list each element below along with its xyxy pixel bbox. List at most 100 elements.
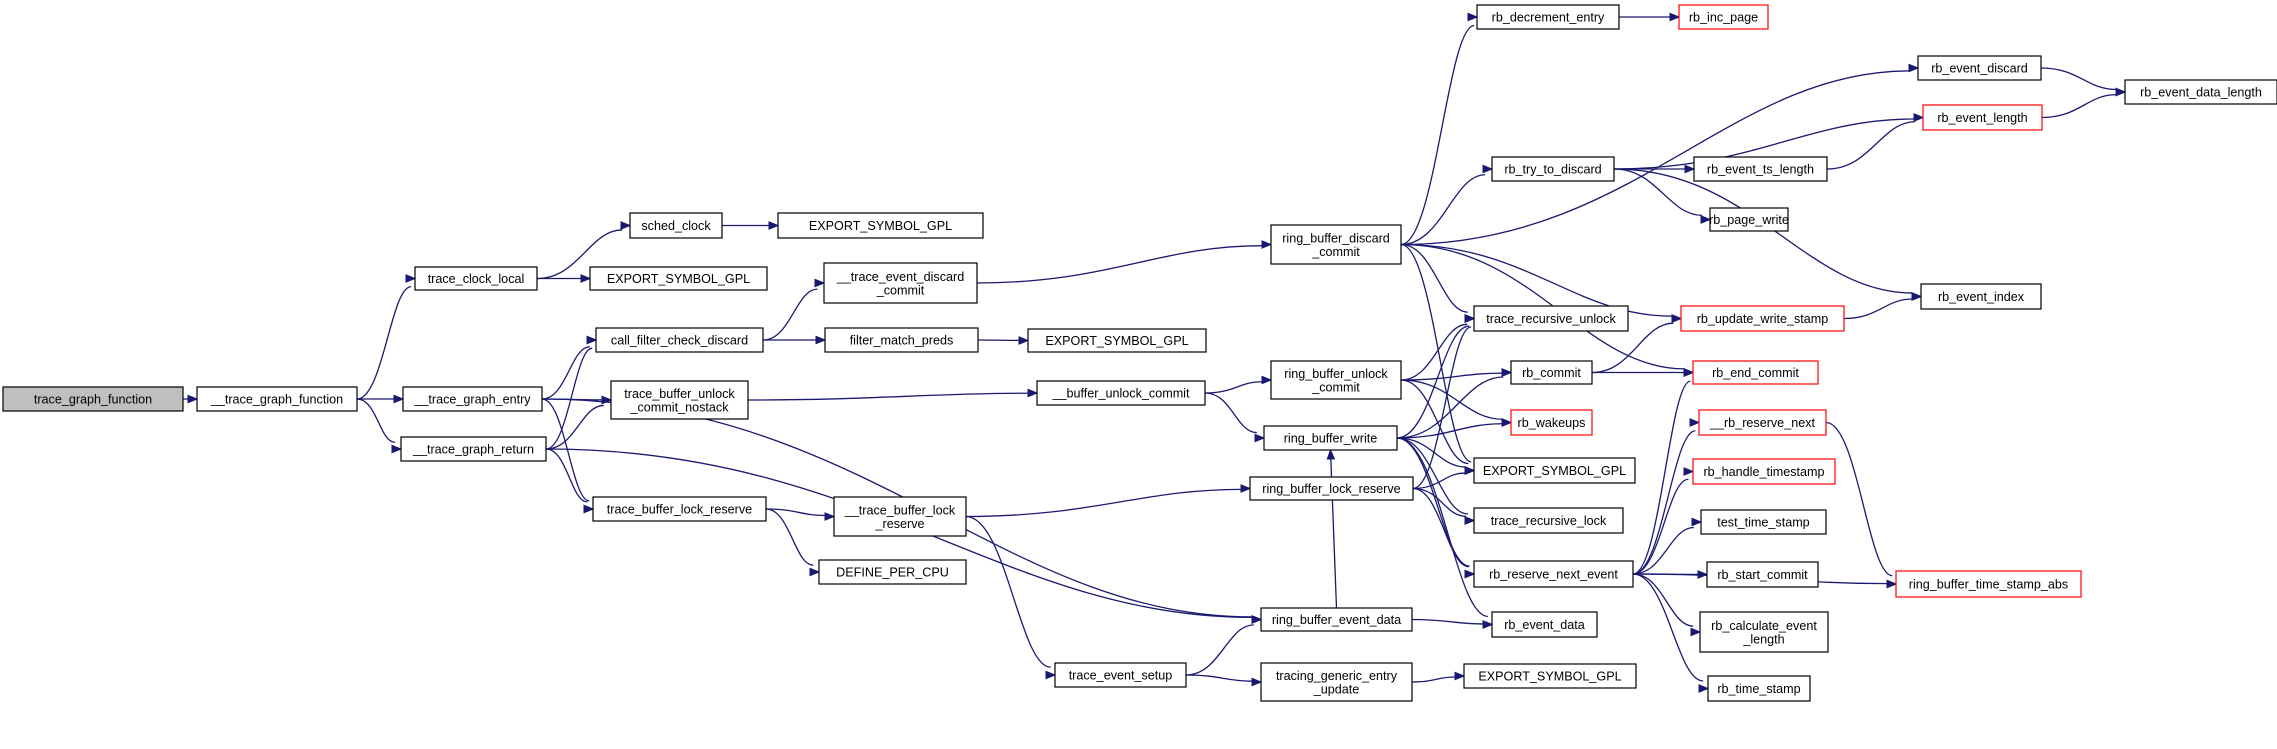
graph-node-buffer-unlock-commit[interactable]: __buffer_unlock_commit (1036, 380, 1206, 406)
graph-node-ring-buffer-discard-commit[interactable]: ring_buffer_discard_commit (1270, 224, 1402, 265)
graph-node-ring-buffer-write[interactable]: ring_buffer_write (1263, 425, 1398, 451)
graph-node-rb-commit[interactable]: rb_commit (1510, 360, 1593, 385)
graph-node-label: rb_try_to_discard (1504, 163, 1601, 177)
graph-node-label: ring_buffer_discard (1282, 231, 1390, 245)
graph-node-rb-event-data[interactable]: rb_event_data (1491, 611, 1598, 638)
graph-node-ring-buffer-event-data[interactable]: ring_buffer_event_data (1260, 607, 1413, 632)
edge-n1-to-n2 (356, 274, 417, 400)
edge-n7-to-n9 (545, 395, 613, 450)
graph-node-label: call_filter_check_discard (611, 334, 748, 348)
graph-node-tracing-generic-entry-update[interactable]: tracing_generic_entry_update (1260, 662, 1413, 702)
graph-node-rb-end-commit[interactable]: rb_end_commit (1692, 360, 1819, 385)
graph-node-label: ring_buffer_lock_reserve (1262, 482, 1400, 496)
graph-node-label: rb_handle_timestamp (1703, 465, 1824, 479)
graph-node-ring-buffer-unlock-commit[interactable]: ring_buffer_unlock_commit (1270, 360, 1402, 400)
edge-n36-to-n47 (2041, 87, 2127, 119)
graph-node-label: rb_event_ts_length (1707, 163, 1814, 177)
graph-node-rb-try-to-discard[interactable]: rb_try_to_discard (1491, 156, 1615, 182)
graph-node-rb-inc-page[interactable]: rb_inc_page (1678, 4, 1769, 30)
graph-node-label: rb_end_commit (1712, 366, 1799, 380)
edge-n20-to-n27 (1396, 368, 1513, 439)
edge-n18-to-n35 (1400, 63, 1920, 246)
edge-n18-to-n26 (1400, 243, 1476, 323)
graph-node-label: rb_event_length (1937, 111, 2027, 125)
edge-n18-to-n25 (1400, 164, 1494, 246)
graph-node-label: rb_reserve_next_event (1489, 568, 1618, 582)
graph-node-label: ring_buffer_unlock (1284, 367, 1388, 381)
edge-n21-to-n26 (1412, 314, 1476, 490)
graph-node-rb-calculate-event-length[interactable]: rb_calculate_event_length (1699, 611, 1829, 653)
graph-node-trace-recursive-unlock[interactable]: trace_recursive_unlock (1473, 305, 1629, 332)
graph-node-define-per-cpu[interactable]: DEFINE_PER_CPU (818, 559, 967, 585)
edge-n20-to-n31 (1396, 437, 1476, 579)
edge-n8-to-n11 (762, 278, 826, 341)
graph-node-rb-start-commit[interactable]: rb_start_commit (1706, 561, 1819, 588)
graph-node-rb-handle-timestamp[interactable]: rb_handle_timestamp (1692, 458, 1836, 485)
graph-node-label: sched_clock (641, 219, 711, 233)
graph-node-ring-buffer-time-stamp-abs[interactable]: ring_buffer_time_stamp_abs (1895, 570, 2082, 598)
graph-node-trace-buffer-lock-reserve[interactable]: trace_buffer_lock_reserve (592, 496, 767, 522)
graph-node-rb-decrement-entry[interactable]: rb_decrement_entry (1476, 4, 1620, 30)
edge-n21-to-n30 (1412, 487, 1476, 525)
edge-n27-to-n39 (1591, 314, 1683, 374)
graph-node-rb-page-write[interactable]: rb_page_write (1709, 207, 1789, 232)
edge-n10-to-n16 (765, 508, 821, 577)
graph-node-trace-graph-function: trace_graph_function (2, 386, 184, 412)
graph-node-label: _update (1313, 682, 1360, 696)
graph-node-rb-event-discard[interactable]: rb_event_discard (1917, 55, 2042, 81)
graph-node-rb-event-ts-length[interactable]: rb_event_ts_length (1693, 156, 1828, 182)
edge-n41-to-n49 (1825, 421, 1898, 589)
graph-node-export-symbol-gpl[interactable]: EXPORT_SYMBOL_GPL (1473, 457, 1636, 484)
edge-n18-to-n24 (1400, 12, 1479, 246)
graph-node-trace-clock-local[interactable]: trace_clock_local (414, 266, 538, 291)
edge-n7-to-n10 (545, 448, 595, 514)
graph-node-trace-event-setup[interactable]: trace_event_setup (1054, 662, 1187, 688)
graph-node-rb-reserve-next-event[interactable]: rb_reserve_next_event (1473, 560, 1634, 588)
graph-node-label: EXPORT_SYMBOL_GPL (1045, 334, 1188, 348)
graph-node-filter-match-preds[interactable]: filter_match_preds (824, 327, 979, 353)
graph-node-label: EXPORT_SYMBOL_GPL (1478, 670, 1621, 684)
graph-node-trace-buffer-unlock-commit-nostack[interactable]: trace_buffer_unlock_commit_nostack (610, 380, 749, 420)
graph-node-label: rb_event_index (1938, 290, 2025, 304)
graph-node-trace-recursive-lock[interactable]: trace_recursive_lock (1473, 507, 1624, 534)
graph-node-rb-wakeups[interactable]: rb_wakeups (1510, 409, 1593, 436)
edge-n12-to-n13 (977, 336, 1030, 345)
edge-n22-to-n20 (1326, 448, 1338, 609)
graph-node-rb-event-index[interactable]: rb_event_index (1920, 283, 2042, 310)
graph-node-ring-buffer-lock-reserve[interactable]: ring_buffer_lock_reserve (1249, 476, 1414, 501)
graph-node-label: trace_buffer_lock_reserve (607, 503, 752, 517)
graph-node-label: __trace_graph_return (412, 443, 534, 457)
graph-node-label: rb_time_stamp (1717, 682, 1800, 696)
graph-node-export-symbol-gpl[interactable]: EXPORT_SYMBOL_GPL (589, 266, 768, 291)
graph-node-test-time-stamp[interactable]: test_time_stamp (1700, 509, 1827, 535)
graph-node-rb-update-write-stamp[interactable]: rb_update_write_stamp (1680, 305, 1845, 332)
edge-n1-to-n6 (356, 394, 405, 404)
graph-node-trace-buffer-lock-reserve[interactable]: __trace_buffer_lock_reserve (833, 496, 967, 537)
graph-node-export-symbol-gpl[interactable]: EXPORT_SYMBOL_GPL (1027, 328, 1207, 353)
graph-node-trace-graph-entry[interactable]: __trace_graph_entry (402, 386, 543, 412)
graph-node-export-symbol-gpl[interactable]: EXPORT_SYMBOL_GPL (1463, 663, 1637, 689)
edge-n10-to-n15 (765, 508, 836, 521)
graph-node-label: tracing_generic_entry (1276, 669, 1398, 683)
edge-n14-to-n20 (1204, 392, 1266, 443)
edge-n20-to-n28 (1396, 418, 1513, 439)
graph-node-call-filter-check-discard[interactable]: call_filter_check_discard (595, 327, 764, 353)
graph-node-rb-event-length[interactable]: rb_event_length (1922, 104, 2043, 131)
edge-n2-to-n5 (536, 274, 592, 283)
graph-node-label: _commit (876, 283, 925, 297)
graph-node-trace-event-discard-commit[interactable]: __trace_event_discard_commit (823, 262, 978, 304)
edge-n21-to-n29 (1412, 466, 1476, 490)
graph-node-trace-graph-function[interactable]: __trace_graph_function (196, 386, 358, 412)
edge-n0-to-n1 (183, 394, 199, 404)
graph-node-export-symbol-gpl[interactable]: EXPORT_SYMBOL_GPL (777, 212, 984, 239)
graph-node-rb-event-data-length[interactable]: rb_event_data_length (2124, 79, 2277, 105)
graph-node-sched-clock[interactable]: sched_clock (629, 212, 723, 239)
edge-n15-to-n21 (965, 484, 1252, 518)
graph-node-trace-graph-return[interactable]: __trace_graph_return (400, 436, 547, 462)
graph-node-label: __rb_reserve_next (1709, 416, 1816, 430)
graph-node-rb-reserve-next[interactable]: __rb_reserve_next (1698, 409, 1827, 436)
graph-node-label: rb_decrement_entry (1492, 11, 1605, 25)
edge-n31-to-n41 (1632, 418, 1701, 575)
graph-node-rb-time-stamp[interactable]: rb_time_stamp (1707, 675, 1811, 702)
